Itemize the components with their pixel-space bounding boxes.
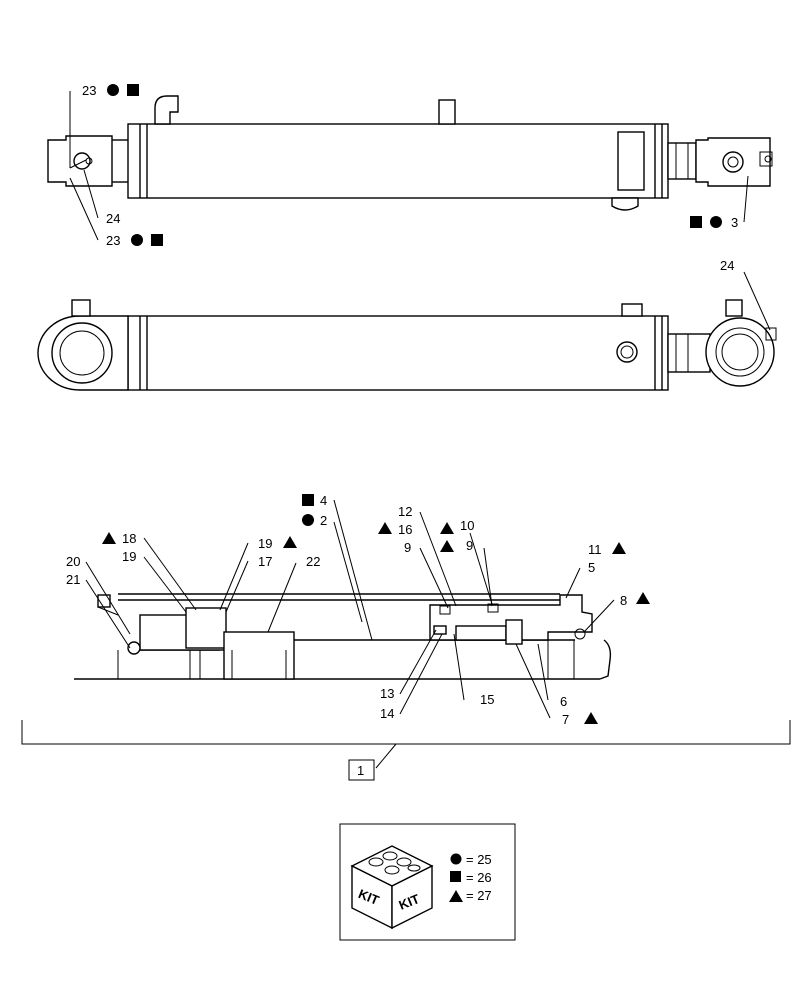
- callout-18: 18: [122, 531, 136, 546]
- kit-legend: KIT KIT = 25 = 26 = 27: [339, 823, 516, 941]
- square-symbol: [302, 494, 314, 506]
- triangle-symbol: [102, 532, 116, 544]
- callout-9-left: 9: [404, 540, 411, 555]
- circle-symbol: [710, 216, 722, 228]
- triangle-symbol: [584, 712, 598, 724]
- kit-box-icon: KIT KIT: [350, 845, 434, 930]
- callout-6: 6: [560, 694, 567, 709]
- callout-11: 11: [588, 542, 602, 557]
- callout-22: 22: [306, 554, 320, 569]
- callout-16: 16: [398, 522, 412, 537]
- callout-2: 2: [320, 513, 327, 528]
- callout-13: 13: [380, 686, 394, 701]
- triangle-symbol: [283, 536, 297, 548]
- square-symbol: [127, 84, 139, 96]
- square-symbol: [690, 216, 702, 228]
- callout-17: 17: [258, 554, 272, 569]
- callout-4: 4: [320, 493, 327, 508]
- triangle-symbol: [636, 592, 650, 604]
- kit-label-right: KIT: [397, 891, 422, 913]
- circle-symbol: [450, 853, 462, 865]
- circle-symbol: [107, 84, 119, 96]
- callout-24-top: 24: [106, 211, 120, 226]
- callout-labels: 23 24 23 3 24 4 2 18 19 19 17 22 20 21 1…: [66, 83, 738, 781]
- callout-14: 14: [380, 706, 394, 721]
- callout-15: 15: [480, 692, 494, 707]
- cylinder-top-view: [47, 95, 773, 211]
- callout-5: 5: [588, 560, 595, 575]
- triangle-symbol: [440, 522, 454, 534]
- kit-label-left: KIT: [356, 886, 381, 908]
- triangle-symbol: [612, 542, 626, 554]
- triangle-symbol: [378, 522, 392, 534]
- leader-lines: [21, 91, 791, 769]
- callout-10: 10: [460, 518, 474, 533]
- callout-9-right: 9: [466, 538, 473, 553]
- callout-23-top: 23: [82, 83, 96, 98]
- callout-19-left: 19: [122, 549, 136, 564]
- kit-square-eq: = 26: [466, 870, 492, 885]
- callout-3: 3: [731, 215, 738, 230]
- cylinder-side-view: [37, 299, 777, 391]
- triangle-symbol: [449, 890, 463, 902]
- circle-symbol: [131, 234, 143, 246]
- callout-1: 1: [357, 763, 364, 778]
- cylinder-section-view: [74, 593, 612, 680]
- square-symbol: [151, 234, 163, 246]
- callout-20: 20: [66, 554, 80, 569]
- callout-23-bottom: 23: [106, 233, 120, 248]
- square-symbol: [450, 871, 461, 882]
- callout-24-side: 24: [720, 258, 734, 273]
- callout-21: 21: [66, 572, 80, 587]
- callout-1-box: [348, 759, 375, 781]
- kit-triangle-eq: = 27: [466, 888, 492, 903]
- callout-8: 8: [620, 593, 627, 608]
- callout-12: 12: [398, 504, 412, 519]
- triangle-symbol: [440, 540, 454, 552]
- callout-7: 7: [562, 712, 569, 727]
- callout-19-right: 19: [258, 536, 272, 551]
- kit-circle-eq: = 25: [466, 852, 492, 867]
- circle-symbol: [302, 514, 314, 526]
